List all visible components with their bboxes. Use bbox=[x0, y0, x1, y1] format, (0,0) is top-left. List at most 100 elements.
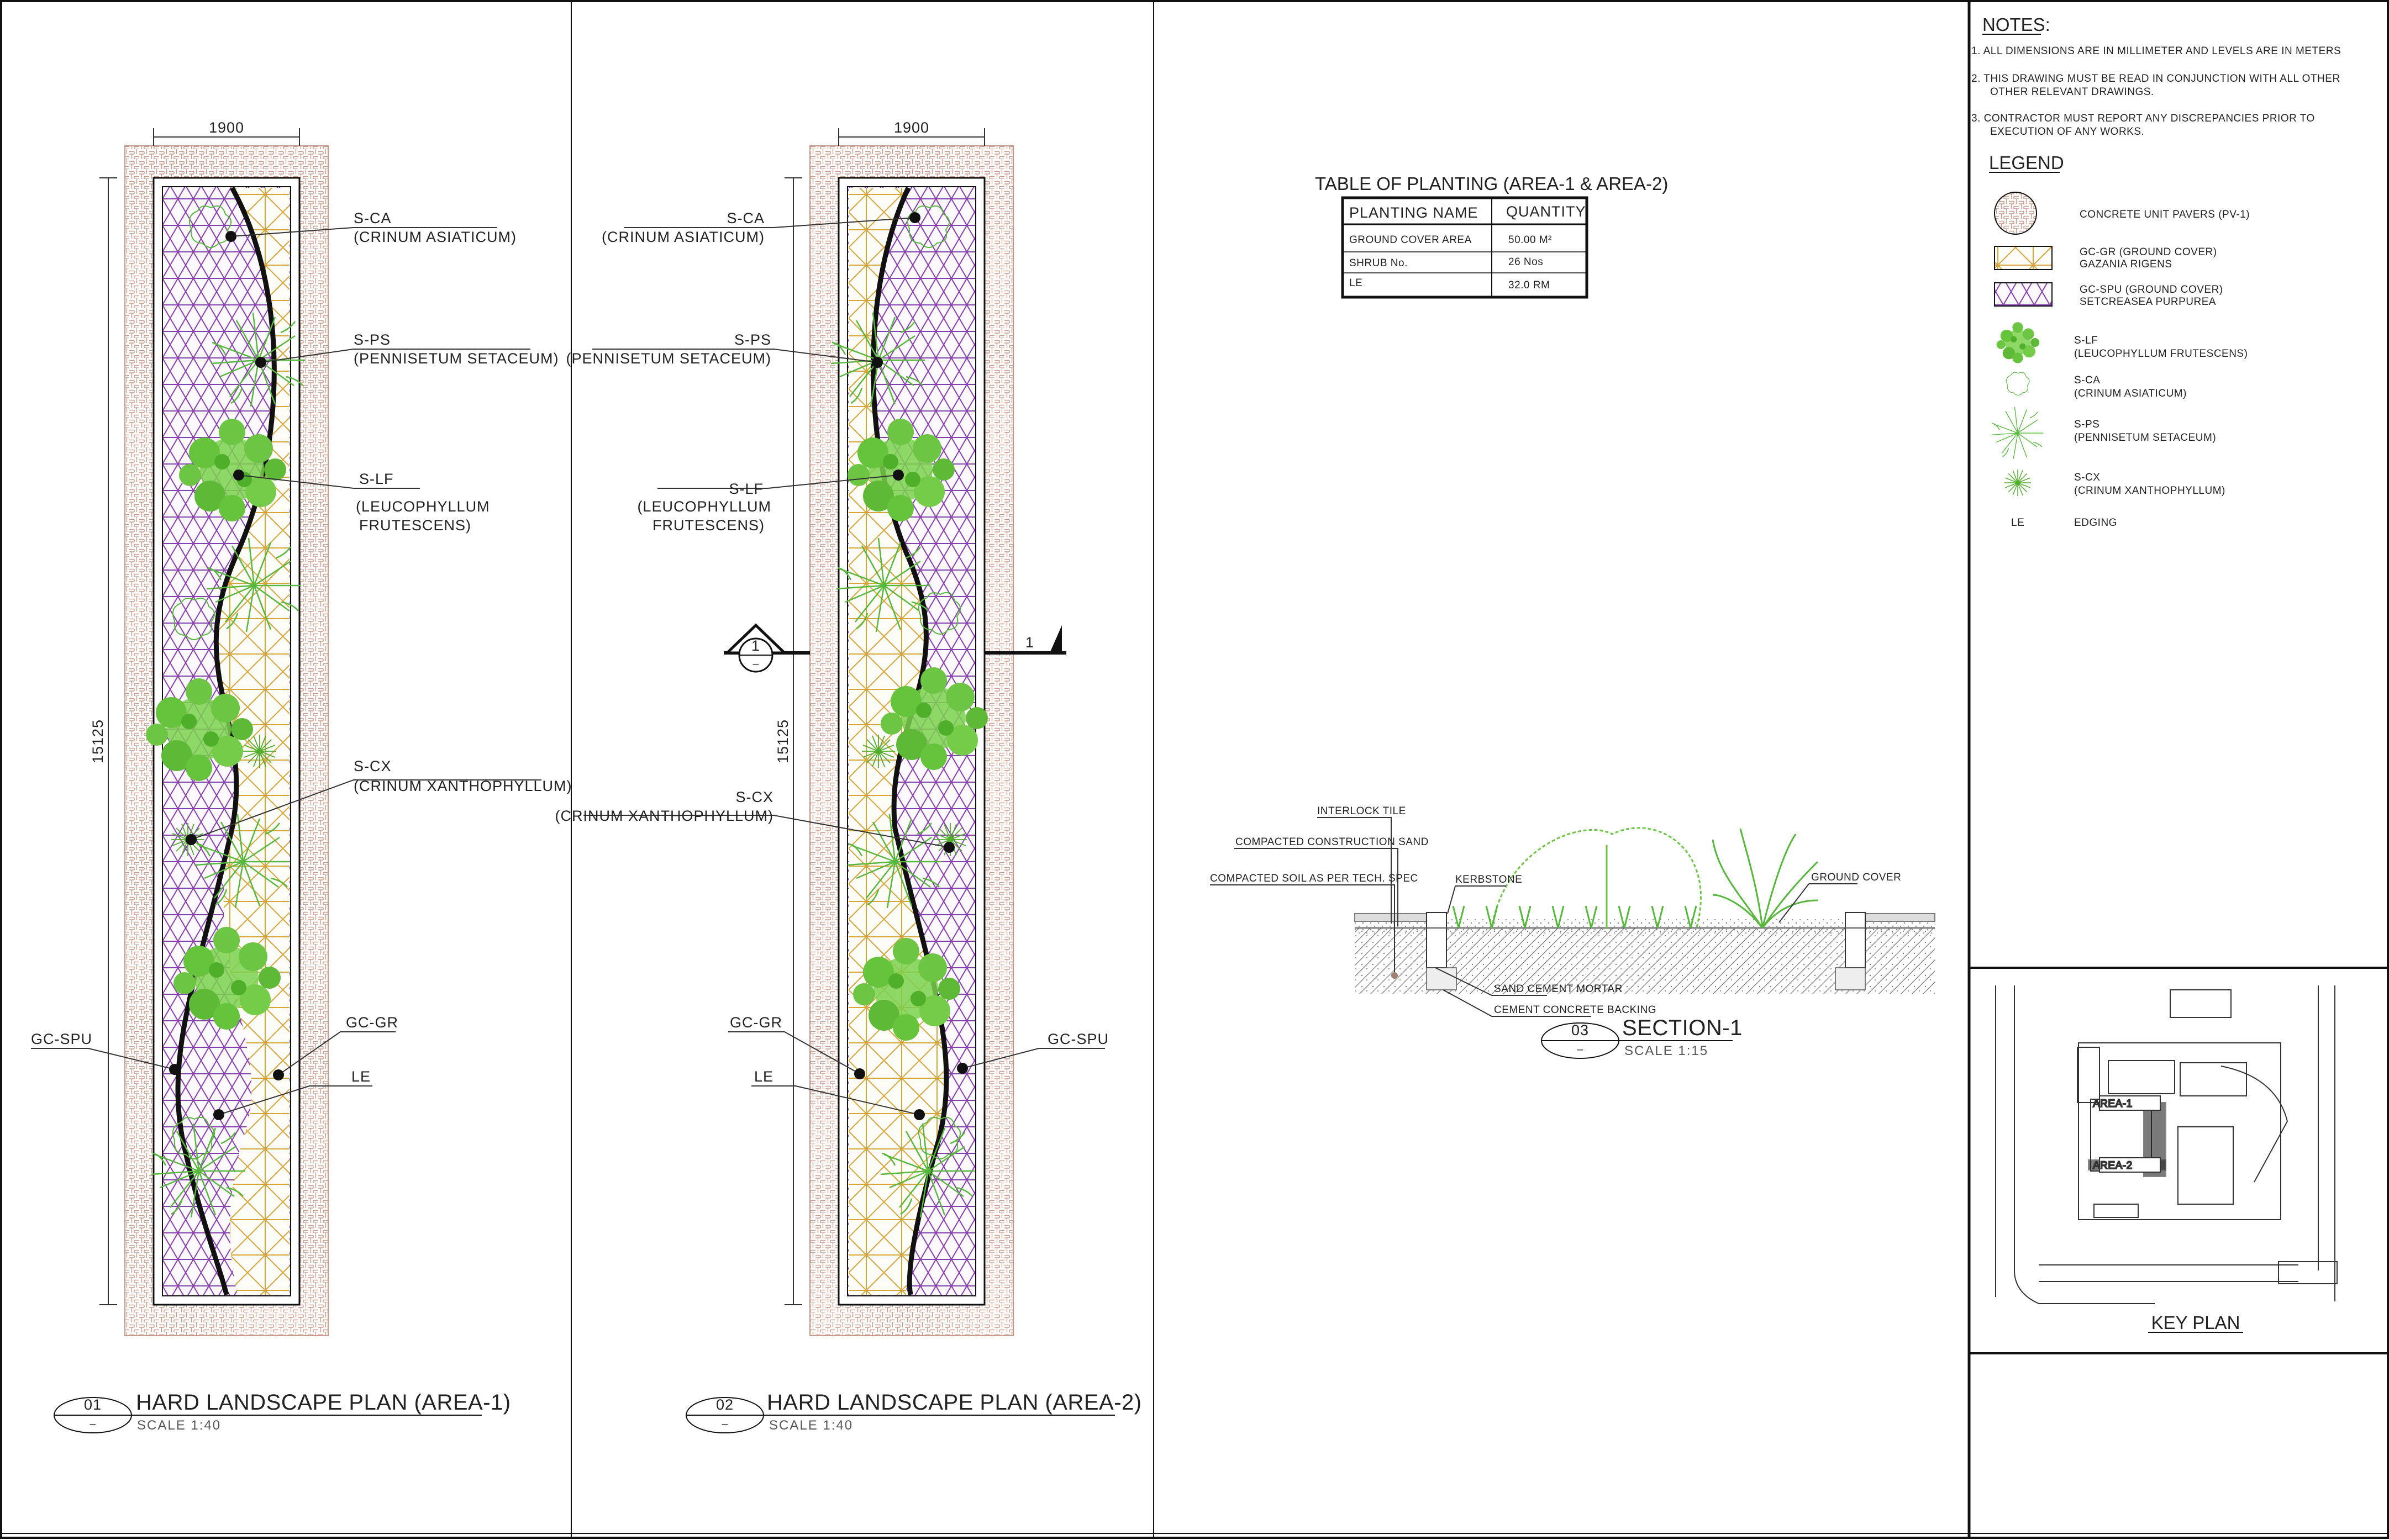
svg-text:–: – bbox=[753, 658, 759, 670]
plan-number: 01 bbox=[84, 1396, 102, 1413]
legend-label: (PENNISETUM SETACEUM) bbox=[2074, 432, 2216, 444]
svg-text:–: – bbox=[90, 1418, 96, 1430]
label-slf-name-2: FRUTESCENS) bbox=[359, 517, 471, 534]
label-scx-name: (CRINUM XANTHOPHYLLUM) bbox=[354, 778, 572, 794]
label-scx-code: S-CX bbox=[735, 789, 773, 805]
label-slf-code: S-LF bbox=[359, 471, 394, 487]
legend-label: (CRINUM ASIATICUM) bbox=[2074, 388, 2187, 399]
plan-number: 02 bbox=[716, 1396, 734, 1413]
leader-dots bbox=[169, 231, 284, 1120]
svg-text:–: – bbox=[1577, 1044, 1583, 1056]
note-line: 2. THIS DRAWING MUST BE READ IN CONJUNCT… bbox=[1971, 73, 2340, 85]
table-cell: 26 Nos bbox=[1508, 256, 1543, 268]
label-construction-sand: COMPACTED CONSTRUCTION SAND bbox=[1235, 836, 1429, 848]
notes-panel: NOTES: 1. ALL DIMENSIONS ARE IN MILLIMET… bbox=[1971, 14, 2341, 138]
leucophyllum-shrub-icon bbox=[1996, 322, 2040, 363]
leader-dots bbox=[854, 212, 968, 1120]
legend-label: (LEUCOPHYLLUM FRUTESCENS) bbox=[2074, 348, 2248, 360]
label-slf-name-2: FRUTESCENS) bbox=[652, 517, 765, 534]
crinum-asiaticum-icon bbox=[2006, 372, 2030, 395]
notes-heading: NOTES: bbox=[1982, 14, 2050, 35]
table-title: TABLE OF PLANTING (AREA-1 & AREA-2) bbox=[1315, 173, 1668, 194]
label-sca-name: (CRINUM ASIATICUM) bbox=[602, 229, 765, 245]
legend-label: S-CA bbox=[2074, 375, 2100, 386]
section-marker-left: 1 bbox=[751, 637, 760, 654]
ground-cover-grass bbox=[1452, 828, 1819, 929]
table-cell: GROUND COVER AREA bbox=[1349, 234, 1472, 246]
section-number: 03 bbox=[1571, 1022, 1589, 1038]
leaders bbox=[583, 217, 1105, 1115]
label-scx-code: S-CX bbox=[354, 758, 392, 774]
plan-scale: SCALE 1:40 bbox=[769, 1418, 853, 1433]
label-gcspu: GC-SPU bbox=[31, 1031, 92, 1047]
hard-landscape-plan-area-1: 1900 15125 S-CA (CRINUM ASIATICUM) S-PS … bbox=[31, 119, 572, 1433]
edging-line bbox=[175, 186, 277, 1295]
section-leaders bbox=[1210, 817, 1857, 1017]
legend-label: S-LF bbox=[2074, 335, 2098, 346]
legend-label: S-PS bbox=[2074, 419, 2099, 430]
dimension-lines bbox=[785, 128, 985, 1305]
paver-circle-icon bbox=[1994, 192, 2037, 235]
label-gcgr: GC-GR bbox=[346, 1014, 398, 1031]
label-sca-name: (CRINUM ASIATICUM) bbox=[354, 229, 517, 245]
label-interlock-tile: INTERLOCK TILE bbox=[1317, 805, 1406, 817]
key-plan-area-2: AREA-2 bbox=[2093, 1160, 2133, 1172]
setcreasea-hatch-icon bbox=[1994, 282, 2053, 307]
label-sca-code: S-CA bbox=[727, 210, 765, 226]
section-marker-right: 1 bbox=[1025, 634, 1034, 651]
note-line: 1. ALL DIMENSIONS ARE IN MILLIMETER AND … bbox=[1971, 45, 2341, 57]
key-plan-area-1: AREA-1 bbox=[2093, 1098, 2133, 1110]
legend-label: (CRINUM XANTHOPHYLLUM) bbox=[2074, 485, 2225, 497]
legend-panel: LEGEND CONCRETE UNIT PAVERS (PV-1) GC-GR… bbox=[1989, 152, 2250, 529]
section-title: SECTION-1 bbox=[1622, 1016, 1743, 1040]
label-sps-code: S-PS bbox=[354, 331, 391, 348]
legend-heading: LEGEND bbox=[1989, 152, 2064, 173]
note-line: 3. CONTRACTOR MUST REPORT ANY DISCREPANC… bbox=[1971, 113, 2315, 124]
label-compacted-soil: COMPACTED SOIL AS PER TECH. SPEC bbox=[1210, 873, 1418, 884]
key-plan: AREA-1 AREA-2 bbox=[1995, 985, 2338, 1304]
dim-length: 15125 bbox=[90, 719, 106, 763]
svg-text:–: – bbox=[722, 1418, 728, 1430]
dim-width: 1900 bbox=[894, 119, 929, 136]
table-cell: SHRUB No. bbox=[1349, 257, 1408, 269]
label-scx-name: (CRINUM XANTHOPHYLLUM) bbox=[555, 808, 773, 824]
table-header-name: PLANTING NAME bbox=[1349, 204, 1478, 221]
label-sand-cement-mortar: SAND CEMENT MORTAR bbox=[1494, 983, 1623, 995]
note-line: OTHER RELEVANT DRAWINGS. bbox=[1990, 86, 2154, 98]
legend-label: S-CX bbox=[2074, 472, 2100, 483]
plan-scale: SCALE 1:40 bbox=[137, 1418, 221, 1433]
label-sca-code: S-CA bbox=[354, 210, 392, 226]
pennisetum-grass-icon bbox=[1991, 407, 2044, 459]
legend-label: GC-GR (GROUND COVER) bbox=[2080, 246, 2217, 258]
leaders bbox=[31, 227, 541, 1115]
label-ground-cover: GROUND COVER bbox=[1811, 872, 1901, 883]
planting-table: TABLE OF PLANTING (AREA-1 & AREA-2) PLAN… bbox=[1315, 173, 1668, 299]
table-cell: 32.0 RM bbox=[1508, 279, 1550, 291]
label-cement-concrete-backing: CEMENT CONCRETE BACKING bbox=[1494, 1004, 1656, 1016]
title-block-01: 01 – HARD LANDSCAPE PLAN (AREA-1) SCALE … bbox=[54, 1390, 511, 1433]
dim-width: 1900 bbox=[209, 119, 244, 136]
label-sps-code: S-PS bbox=[734, 331, 771, 348]
key-plan-title: KEY PLAN bbox=[2151, 1312, 2240, 1333]
label-slf-name-1: (LEUCOPHYLLUM bbox=[637, 498, 771, 515]
label-slf-code: S-LF bbox=[729, 481, 764, 497]
label-sps-name: (PENNISETUM SETACEUM) bbox=[566, 350, 771, 367]
legend-label: SETCREASEA PURPUREA bbox=[2080, 296, 2216, 308]
hard-landscape-plan-area-2: 1900 15125 1 – 1 S-CA bbox=[555, 119, 1141, 1433]
label-kerbstone: KERBSTONE bbox=[1455, 874, 1522, 885]
label-slf-name-1: (LEUCOPHYLLUM bbox=[356, 498, 490, 515]
dimension-lines bbox=[99, 128, 300, 1305]
note-line: EXECUTION OF ANY WORKS. bbox=[1990, 126, 2144, 138]
dim-length: 15125 bbox=[775, 719, 791, 763]
legend-label: CONCRETE UNIT PAVERS (PV-1) bbox=[2080, 209, 2250, 220]
crinum-xantho-icon bbox=[2004, 469, 2032, 497]
label-gcspu: GC-SPU bbox=[1048, 1031, 1109, 1047]
plan-title: HARD LANDSCAPE PLAN (AREA-2) bbox=[767, 1390, 1142, 1415]
label-le: LE bbox=[754, 1068, 773, 1085]
table-cell: LE bbox=[1349, 277, 1362, 289]
legend-label: EDGING bbox=[2074, 517, 2117, 529]
title-block-02: 02 – HARD LANDSCAPE PLAN (AREA-2) SCALE … bbox=[686, 1390, 1142, 1433]
label-le: LE bbox=[351, 1068, 371, 1085]
